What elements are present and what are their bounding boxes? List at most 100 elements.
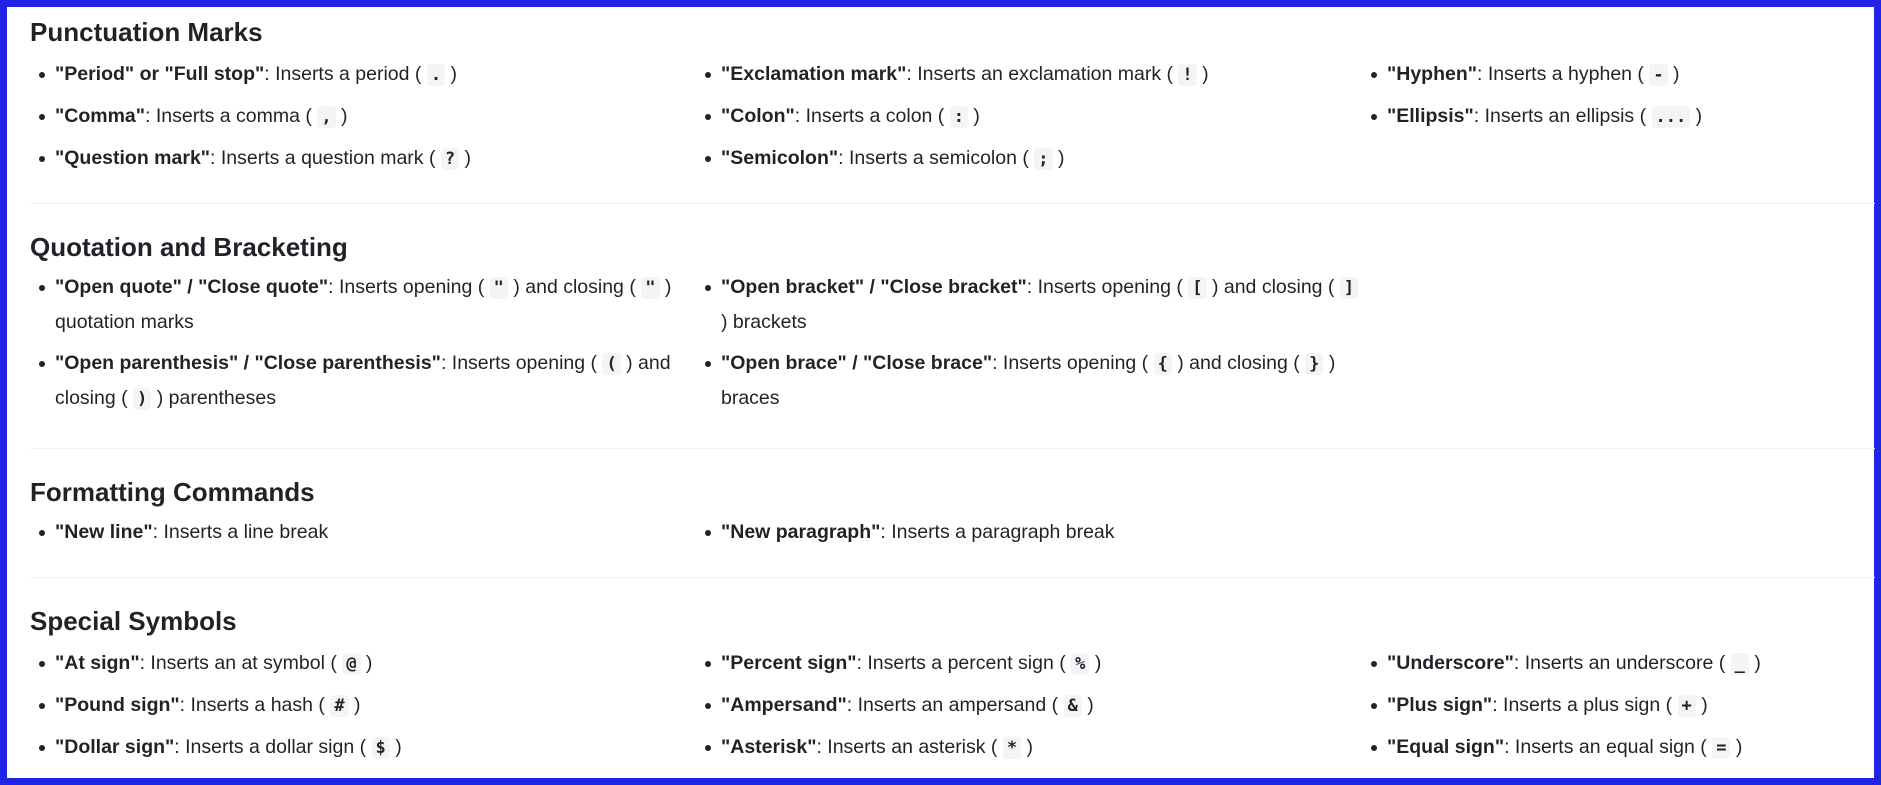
command-name: "Asterisk" bbox=[721, 736, 817, 758]
symbol-code: ] bbox=[1339, 277, 1359, 299]
symbol-code: _ bbox=[1730, 653, 1749, 675]
section-divider bbox=[30, 203, 1875, 204]
symbol-code: & bbox=[1063, 695, 1082, 717]
command-description: ) bbox=[973, 105, 980, 127]
list-item: "Open quote" / "Close quote": Inserts op… bbox=[39, 270, 695, 339]
content: Punctuation Marks "Period" or "Full stop… bbox=[30, 15, 1875, 778]
symbol-code: $ bbox=[371, 737, 390, 759]
symbol-code: ! bbox=[1178, 64, 1197, 86]
symbol-code: , bbox=[317, 106, 336, 128]
symbol-code: { bbox=[1153, 353, 1172, 375]
command-description: : Inserts opening ( bbox=[328, 276, 485, 298]
command-name: "Exclamation mark" bbox=[721, 63, 907, 85]
command-description: : Inserts a comma ( bbox=[145, 105, 312, 127]
command-name: "Equal sign" bbox=[1387, 736, 1505, 758]
command-description: ) parentheses bbox=[156, 387, 276, 409]
symbol-code: [ bbox=[1188, 277, 1207, 299]
command-description: ) and closing ( bbox=[1211, 276, 1335, 298]
command-description: : Inserts a percent sign ( bbox=[856, 652, 1066, 674]
symbol-code: # bbox=[330, 695, 349, 717]
list-item: "Period" or "Full stop": Inserts a perio… bbox=[39, 57, 695, 92]
list-item: "Colon": Inserts a colon ( : ) bbox=[705, 99, 1361, 134]
section-title: Special Symbols bbox=[30, 606, 237, 636]
command-description: : Inserts an ellipsis ( bbox=[1473, 105, 1647, 127]
symbol-code: ) bbox=[133, 388, 152, 410]
list-item: "At sign": Inserts an at symbol ( @ ) bbox=[39, 646, 695, 681]
list-item: "Asterisk": Inserts an asterisk ( * ) bbox=[705, 730, 1361, 765]
command-description: : Inserts opening ( bbox=[440, 352, 598, 374]
command-description: ) and closing ( bbox=[55, 352, 671, 409]
command-description: ) bbox=[1202, 63, 1209, 85]
command-name: "Open quote" / "Close quote" bbox=[55, 276, 329, 298]
command-description: : Inserts an exclamation mark ( bbox=[906, 63, 1173, 85]
symbol-code: " bbox=[489, 277, 508, 299]
command-description: ) bbox=[1695, 105, 1703, 127]
command-description: ) brackets bbox=[721, 311, 807, 333]
list-item: "Equal sign": Inserts an equal sign ( = … bbox=[1371, 730, 1867, 765]
command-description: : Inserts an equal sign ( bbox=[1504, 736, 1707, 758]
list-item: "Question mark": Inserts a question mark… bbox=[39, 141, 695, 176]
symbol-code: . bbox=[426, 64, 446, 86]
command-description: ) and closing ( bbox=[513, 276, 636, 298]
command-description: : Inserts an ampersand ( bbox=[846, 694, 1059, 716]
command-description: : Inserts opening ( bbox=[992, 352, 1149, 374]
command-description: : Inserts a dollar sign ( bbox=[174, 736, 367, 758]
command-name: "Plus sign" bbox=[1387, 694, 1493, 716]
command-name: "Pound sign" bbox=[55, 694, 180, 716]
command-name: "Hyphen" bbox=[1387, 63, 1477, 85]
list-item: "Exclamation mark": Inserts an exclamati… bbox=[705, 57, 1361, 92]
section-divider bbox=[30, 577, 1875, 578]
symbol-code: ( bbox=[602, 353, 621, 375]
command-name: "New line" bbox=[55, 521, 153, 543]
command-description: ) bbox=[1754, 652, 1761, 674]
command-description: : Inserts an at symbol ( bbox=[139, 652, 337, 674]
command-description: ) braces bbox=[721, 352, 1336, 409]
command-description: ) quotation marks bbox=[55, 276, 672, 333]
list-item: "Underscore": Inserts an underscore ( _ … bbox=[1371, 646, 1867, 681]
command-description: : Inserts a question mark ( bbox=[210, 147, 436, 169]
list-item: "Dollar sign": Inserts a dollar sign ( $… bbox=[39, 730, 695, 765]
command-name: "Dollar sign" bbox=[55, 736, 175, 758]
symbol-code: : bbox=[949, 106, 968, 128]
command-description: ) and closing ( bbox=[1177, 352, 1300, 374]
section-divider bbox=[30, 448, 1875, 449]
command-description: : Inserts opening ( bbox=[1026, 276, 1183, 298]
command-description: : Inserts a colon ( bbox=[794, 105, 945, 127]
command-description: ) bbox=[395, 736, 402, 758]
command-description: : Inserts a period ( bbox=[264, 63, 422, 85]
command-description: ) bbox=[1701, 694, 1708, 716]
section-punctuation-marks: Punctuation Marks "Period" or "Full stop… bbox=[30, 15, 1875, 203]
command-description: : Inserts an underscore ( bbox=[1513, 652, 1726, 674]
command-description: ) bbox=[464, 147, 472, 169]
command-description: ) bbox=[340, 105, 348, 127]
command-name: "Question mark" bbox=[55, 147, 211, 169]
list-item: "Plus sign": Inserts a plus sign ( + ) bbox=[1371, 688, 1867, 723]
symbol-code: " bbox=[641, 277, 660, 299]
symbol-code: ; bbox=[1034, 148, 1053, 170]
command-name: "At sign" bbox=[55, 652, 140, 674]
list-item: "Open parenthesis" / "Close parenthesis"… bbox=[39, 346, 695, 416]
command-name: "Open parenthesis" / "Close parenthesis" bbox=[55, 352, 441, 374]
symbol-code: - bbox=[1649, 64, 1668, 86]
command-description: : Inserts a line break bbox=[152, 521, 329, 543]
command-description: ) bbox=[353, 694, 361, 716]
command-name: "New paragraph" bbox=[721, 521, 881, 543]
symbol-code: @ bbox=[342, 653, 361, 675]
list-item: "Open brace" / "Close brace": Inserts op… bbox=[705, 346, 1361, 415]
command-description: : Inserts an asterisk ( bbox=[816, 736, 998, 758]
list-item: "New line": Inserts a line break bbox=[39, 515, 695, 549]
section-special-symbols: Special Symbols "At sign": Inserts an at… bbox=[30, 578, 1875, 778]
list-item: "Open bracket" / "Close bracket": Insert… bbox=[705, 270, 1361, 339]
list-item: "Pound sign": Inserts a hash ( # ) bbox=[39, 688, 695, 723]
list-item: "New paragraph": Inserts a paragraph bre… bbox=[705, 515, 1361, 549]
symbol-code: ? bbox=[440, 148, 460, 170]
command-description: : Inserts a semicolon ( bbox=[838, 147, 1029, 169]
symbol-code: = bbox=[1712, 737, 1731, 759]
symbol-code: % bbox=[1071, 653, 1090, 675]
command-description: : Inserts a hash ( bbox=[179, 694, 325, 716]
list-item: "Comma": Inserts a comma ( , ) bbox=[39, 99, 695, 134]
command-description: ) bbox=[1094, 652, 1102, 674]
command-name: "Underscore" bbox=[1387, 652, 1514, 674]
symbol-code: * bbox=[1002, 737, 1022, 759]
